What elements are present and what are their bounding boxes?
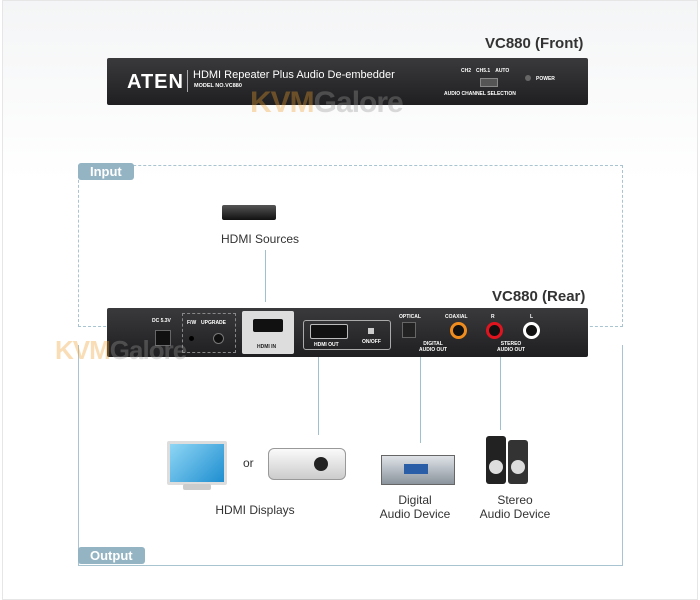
option-ch51: CH5.1 [476,68,491,74]
dvd-player-icon [222,205,276,220]
rear-title: VC880 (Rear) [492,288,586,305]
dc-label: DC 5.3V [152,318,171,324]
audio-r-port[interactable] [486,322,503,339]
hdmi-displays-label: HDMI Displays [215,503,295,517]
speaker-left-icon [486,436,506,484]
audio-channel-switch[interactable] [480,78,498,87]
coaxial-port[interactable] [450,322,467,339]
fw-button[interactable] [189,336,194,341]
upgrade-label: UPGRADE [201,320,227,326]
monitor-stand [183,484,211,490]
optical-label: OPTICAL [399,314,421,320]
connector-line [265,250,266,302]
connector-line [500,357,501,430]
hdmi-sources-label: HDMI Sources [220,232,300,246]
connector-line [318,357,319,435]
hdmi-out-group: HDMI OUT ON/OFF [303,320,391,350]
power-label: POWER [536,76,555,82]
onoff-label: ON/OFF [362,339,381,345]
fw-label: F/W [187,320,197,326]
or-label: or [243,456,254,470]
output-label: Output [78,547,145,564]
upgrade-port[interactable] [213,333,224,344]
watermark: KVMGalore [250,86,404,119]
monitor-icon [167,441,227,485]
option-ch2: CH2 [461,68,472,74]
model-number: MODEL NO.VC880 [194,83,242,89]
front-title: VC880 (Front) [485,35,584,52]
audio-l-port[interactable] [523,322,540,339]
projector-icon [268,448,346,480]
rear-panel: DC 5.3V F/W UPGRADE HDMI IN HDMI OUT ON/… [107,308,588,357]
l-label: L [530,314,534,320]
switch-options: CH2 CH5.1 AUTO [461,68,509,74]
hdmi-connector-icon [253,319,283,332]
speaker-right-icon [508,440,528,484]
r-label: R [491,314,495,320]
switch-label: AUDIO CHANNEL SELECTION [444,91,516,97]
dc-power-jack[interactable] [155,330,171,346]
hdmi-in-label: HDMI IN [257,344,277,350]
coaxial-label: COAXIAL [445,314,468,320]
hdmi-out-label: HDMI OUT [314,342,339,348]
device-display [404,464,428,474]
divider [187,70,188,92]
hdmi-in-port[interactable]: HDMI IN [242,311,294,354]
power-led-icon [525,75,531,81]
front-panel: ATEN HDMI Repeater Plus Audio De-embedde… [107,58,588,105]
optical-port[interactable] [402,322,416,338]
option-auto: AUTO [495,68,510,74]
hdmi-out-port[interactable] [310,324,348,339]
output-box [78,345,623,566]
product-name: HDMI Repeater Plus Audio De-embedder [193,69,395,81]
audio-device-icon [381,455,455,485]
input-label: Input [78,163,134,180]
projector-lens [314,457,328,471]
audio-toggle[interactable] [368,328,374,334]
aten-logo: ATEN [127,71,184,93]
connector-line [420,357,421,443]
watermark-rear: KVMGalore [55,335,187,365]
fw-upgrade-group: F/W UPGRADE [182,313,236,353]
